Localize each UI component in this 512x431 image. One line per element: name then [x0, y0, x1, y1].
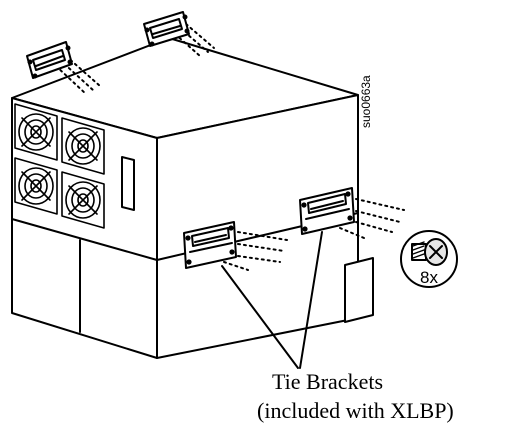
tie-bracket-icon	[299, 187, 355, 235]
caption-leader-lines	[221, 231, 323, 369]
caption-note: (included with XLBP)	[257, 398, 454, 423]
vent-slot	[121, 156, 135, 211]
tie-bracket-icon	[143, 11, 190, 47]
fan-grille-icon	[61, 171, 105, 229]
phillips-screw-icon	[400, 230, 458, 288]
fan-grille-icon	[14, 103, 58, 161]
screw-quantity-label: 8x	[420, 268, 438, 287]
side-bracket-guide-lines	[223, 198, 405, 271]
tie-bracket-icon	[183, 221, 237, 269]
tie-bracket-icon	[26, 41, 73, 79]
front-seam-line	[11, 218, 158, 261]
caption-title: Tie Brackets	[272, 369, 384, 394]
fan-grille-icon	[14, 157, 58, 215]
document-code: suo0663a	[359, 75, 373, 128]
fan-grille-icon	[61, 117, 105, 175]
side-access-panel	[344, 257, 374, 323]
